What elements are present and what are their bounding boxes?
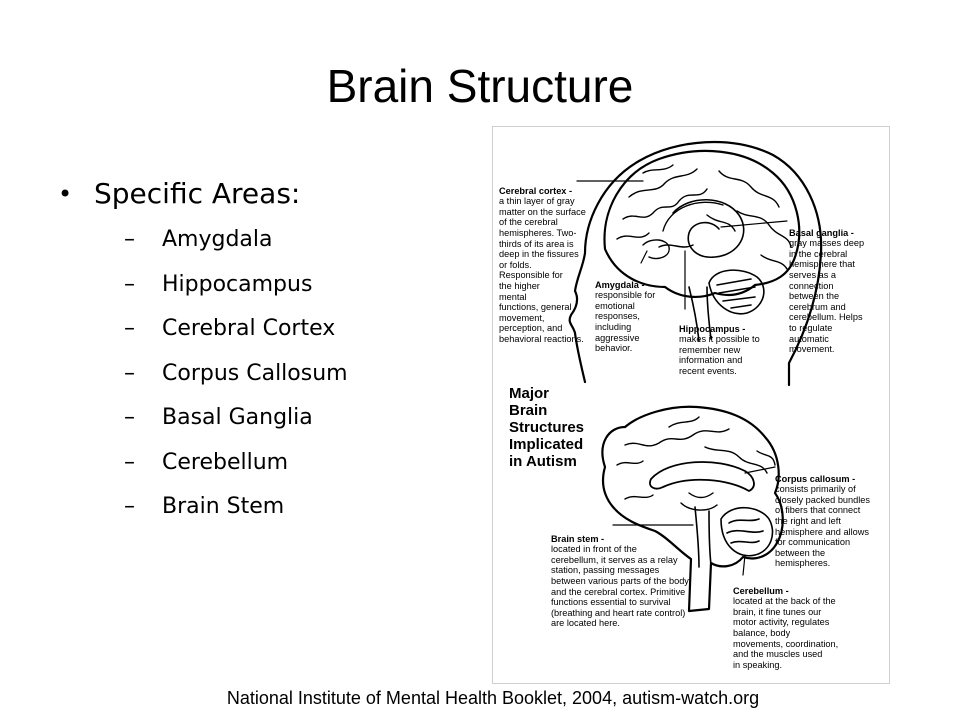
list-item-brain-stem: – Brain Stem [124,485,478,530]
label-amygdala: Amygdala -responsible for emotional resp… [595,269,655,354]
label-title: Cerebellum - [733,585,789,596]
list-item-label: Corpus Callosum [162,360,348,386]
top-brain-outline [603,149,801,299]
bottom-brain-outline [601,405,784,613]
top-amygdala-shape [642,239,670,260]
bullet-label: Specific Areas: [94,177,301,210]
slide-title: Brain Structure [326,60,634,112]
label-title: Basal ganglia - [789,227,854,238]
list-item-cerebral-cortex: – Cerebral Cortex [124,307,478,352]
pointer-basal-ganglia [720,220,788,228]
dash: – [124,360,135,386]
label-text: located at the back of the brain, it fin… [733,596,839,670]
list-item-label: Basal Ganglia [162,405,313,430]
pointer-corpus-callosum [744,466,776,474]
label-cerebral-cortex: Cerebral cortex -a thin layer of gray ma… [499,175,586,345]
list-item-hippocampus: – Hippocampus [124,263,478,308]
dash: – [124,316,135,341]
dash: – [124,271,135,297]
brain-diagram-figure: Cerebral cortex -a thin layer of gray ma… [492,126,890,684]
list-item-label: Cerebellum [162,449,289,475]
top-brainstem [688,286,712,342]
dash: – [124,405,135,430]
top-cerebellum [708,269,765,315]
top-basal-ganglia [672,198,745,258]
list-item-basal-ganglia: – Basal Ganglia [124,396,478,441]
bullet-specific-areas: • Specific Areas: [58,172,478,216]
list-item-cerebellum: – Cerebellum [124,441,478,486]
figure-heading: Major Brain Structures Implicated in Aut… [509,385,585,470]
dash: – [124,449,135,475]
list-item-corpus-callosum: – Corpus Callosum [124,352,478,397]
bullet-list: • Specific Areas: – Amygdala – Hippocampus… [58,172,478,530]
bottom-brainstem [694,506,712,568]
label-text: responsible for emotional responses, inc… [595,290,656,354]
label-title: Amygdala - [595,279,645,290]
label-basal-ganglia: Basal ganglia -gray masses deep in the c… [789,217,864,355]
brain-diagram-drawing [568,140,823,613]
bottom-gyri [616,416,776,500]
list-item-label: Hippocampus [162,271,313,297]
label-text: located in front of the cerebellum, it s… [551,544,689,629]
label-hippocampus: Hippocampus -makes it possible to rememb… [679,313,760,377]
list-item-label: Amygdala [162,227,273,252]
label-cerebellum: Cerebellum -located at the back of the b… [733,575,838,670]
top-inner-arc [662,201,724,232]
bullet-dot: • [58,180,73,208]
dash: – [124,494,135,519]
label-title: Cerebral cortex - [499,185,573,196]
top-gyri [616,164,792,270]
bottom-inner-structures [680,492,718,511]
dash: – [124,227,135,252]
label-text: a thin layer of gray matter on the surfa… [499,196,586,344]
pointer-amygdala [640,250,648,264]
label-title: Corpus callosum - [775,473,856,484]
label-brain-stem: Brain stem -located in front of the cere… [551,523,689,629]
source-caption: National Institute of Mental Health Book… [226,688,760,708]
list-item-label: Brain Stem [162,494,285,519]
pointer-cerebellum [742,554,746,576]
label-corpus-callosum: Corpus callosum -consists primarily of c… [775,463,870,569]
list-item-label: Cerebral Cortex [162,316,336,341]
sub-list: –Amygdala –Hippocampus –Cerebral Cortex … [124,218,478,530]
bottom-cerebellum [720,507,774,557]
label-title: Brain stem - [551,533,605,544]
bottom-corpus-callosum [649,461,755,492]
head-outline [568,140,823,387]
list-item-amygdala: – Amygdala [124,218,478,263]
label-title: Hippocampus - [679,323,746,334]
label-text: consists primarily of closely packed bun… [775,484,870,569]
label-text: gray masses deep in the cerebral hemisph… [789,238,865,355]
label-text: makes it possible to remember new inform… [679,334,760,376]
